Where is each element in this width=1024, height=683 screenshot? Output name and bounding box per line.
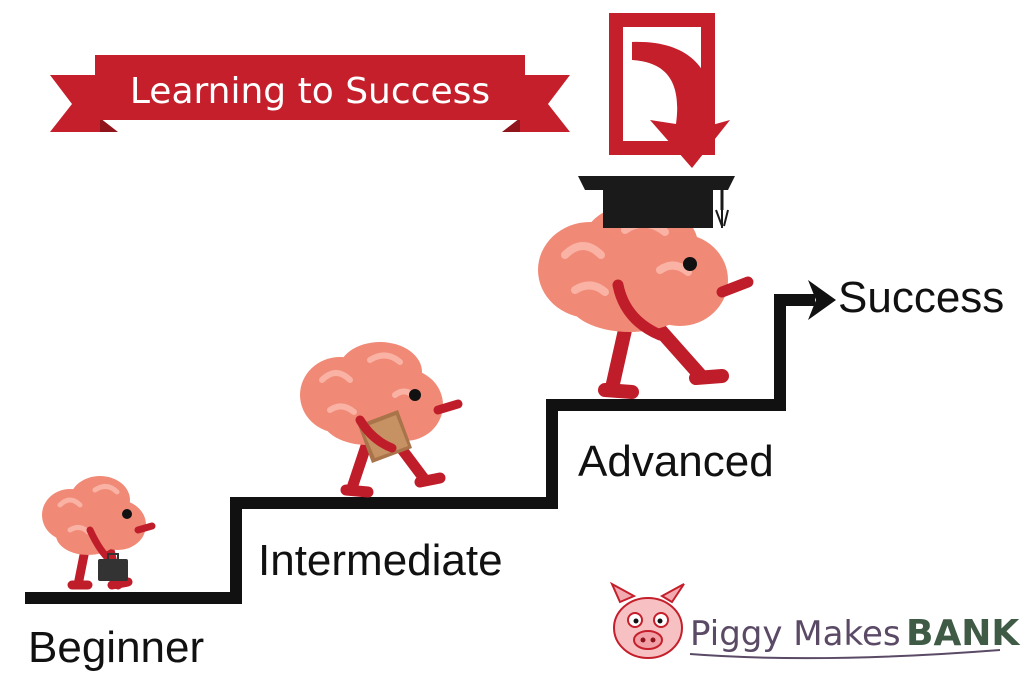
banner-body	[95, 55, 525, 120]
graduation-cap-icon	[578, 176, 735, 228]
arrow-right-icon	[808, 280, 836, 320]
title-banner: Learning to Success	[50, 55, 570, 132]
brain-mascot-intermediate	[300, 342, 463, 498]
stage-label-success: Success	[838, 273, 1004, 322]
book-icon	[358, 410, 412, 463]
piggy-makes-bank-logo: Piggy Makes BANK	[609, 581, 1020, 660]
brain-mascot-icon	[42, 476, 156, 590]
banner-right-fold	[502, 118, 520, 132]
stage-label-beginner: Beginner	[28, 623, 204, 672]
staircase	[25, 280, 836, 604]
brain-mascot-icon	[538, 203, 754, 399]
banner-left-fold	[100, 118, 118, 132]
logo-underline	[689, 649, 1001, 660]
brain-mascot-beginner	[42, 476, 156, 590]
stage-label-advanced: Advanced	[578, 437, 774, 486]
briefcase-icon	[98, 553, 128, 581]
brain-mascot-advanced	[538, 176, 754, 399]
banner-right-tail	[520, 75, 570, 132]
document-arrow-icon	[609, 13, 730, 168]
logo-text-prefix: Piggy Makes	[690, 614, 901, 654]
stage-label-intermediate: Intermediate	[258, 536, 503, 585]
logo-text-bank: BANK	[906, 613, 1020, 654]
brain-mascot-icon	[300, 342, 463, 498]
pig-face-icon	[609, 581, 685, 659]
brain-arm-intermediate	[355, 415, 397, 453]
banner-title: Learning to Success	[130, 71, 490, 112]
stair-line	[25, 294, 815, 604]
banner-left-tail	[50, 75, 100, 132]
